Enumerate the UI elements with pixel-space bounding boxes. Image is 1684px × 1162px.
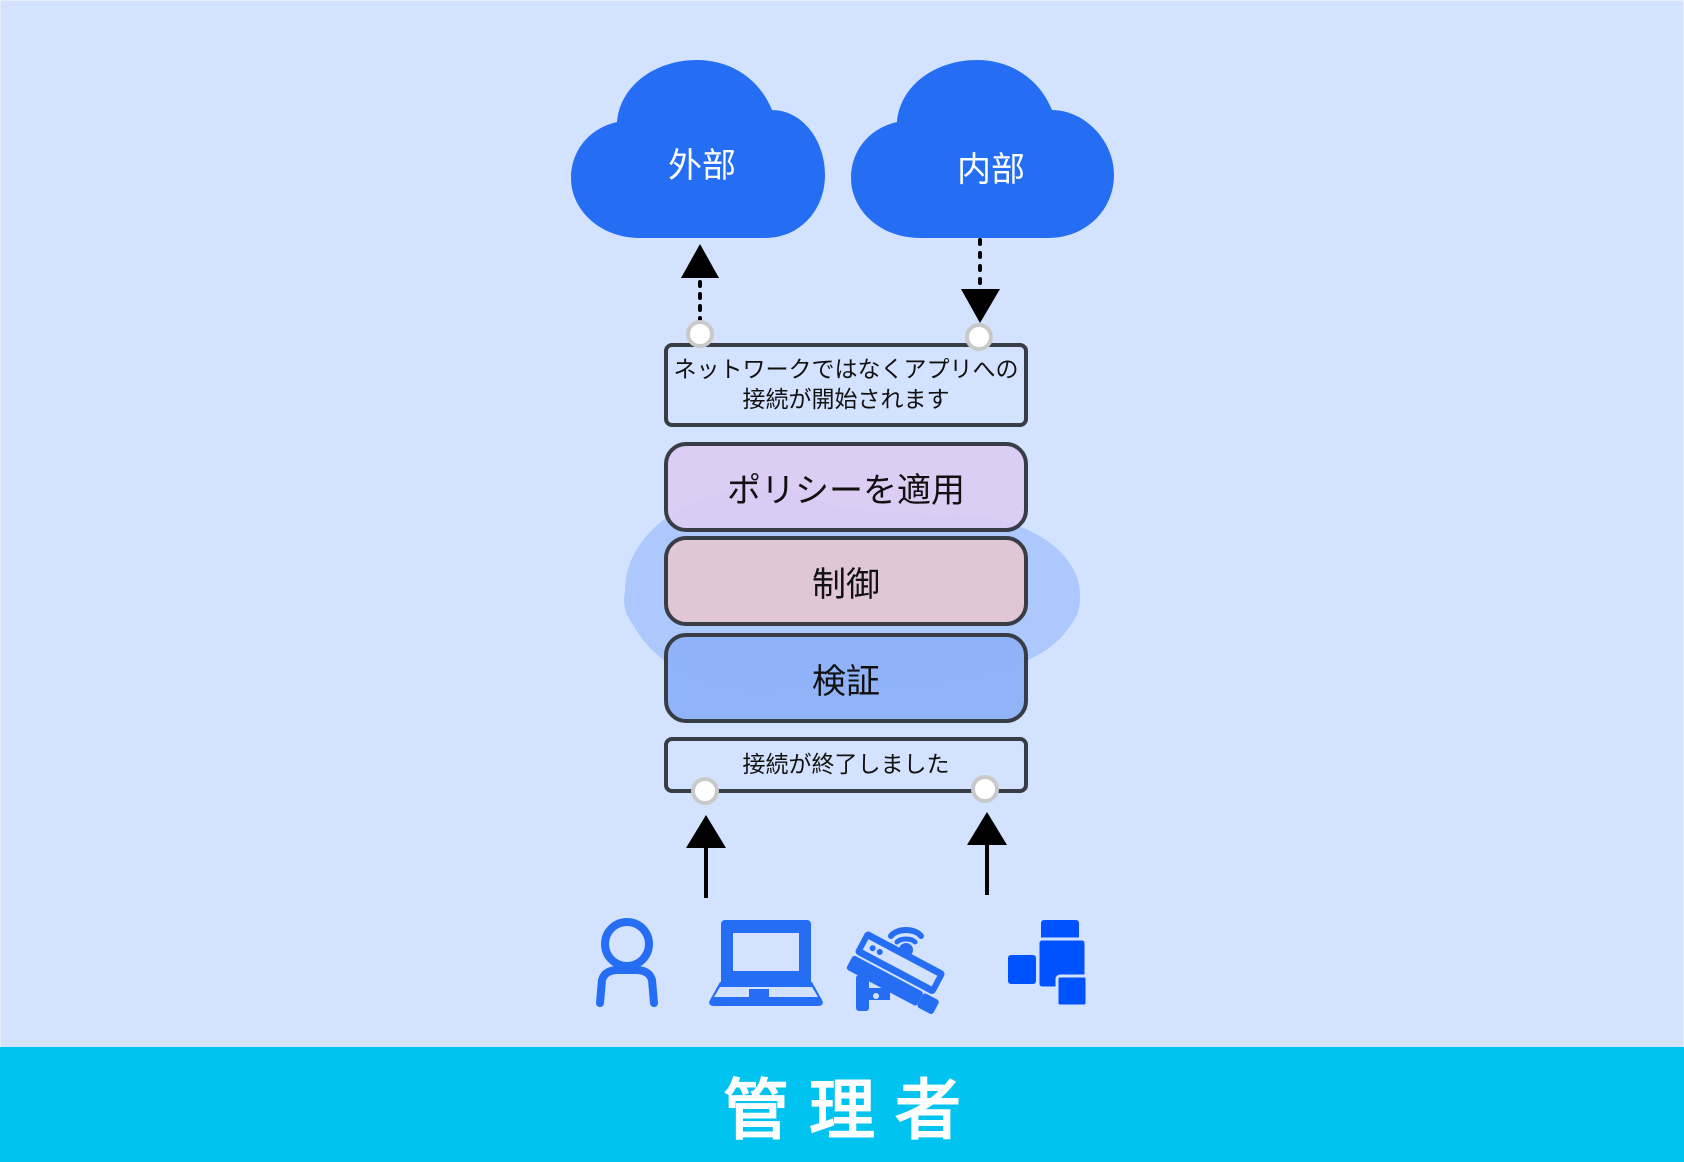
- user-icon: [596, 918, 658, 1007]
- connection-start-note: ネットワークではなくアプリへの 接続が開始されます: [664, 343, 1028, 427]
- layer-control[interactable]: 制御: [664, 536, 1028, 626]
- cloud-external-label: 外部: [668, 146, 736, 186]
- start-note-line-2: 接続が開始されます: [742, 387, 950, 413]
- laptop-icon: [709, 920, 823, 1006]
- ingress-arrowhead: [961, 289, 1000, 323]
- workload-icon: [1008, 920, 1089, 1008]
- layer-apply-policy[interactable]: ポリシーを適用: [664, 442, 1028, 532]
- administrator-label: 管理者: [723, 1071, 981, 1149]
- start-note-line-1: ネットワークではなくアプリへの: [673, 357, 1019, 383]
- cloud-external[interactable]: [571, 60, 825, 238]
- user-arrowhead: [686, 815, 726, 848]
- cloud-internal-label: 内部: [957, 150, 1025, 190]
- security-camera-icon: [846, 927, 945, 1014]
- egress-arrowhead: [681, 244, 719, 278]
- administrator-banner: 管理者: [0, 1047, 1684, 1162]
- layer-verify[interactable]: 検証: [664, 633, 1028, 723]
- connection-end-note: 接続が終了しました: [664, 737, 1028, 793]
- workload-arrowhead: [967, 812, 1007, 845]
- cloud-internal[interactable]: [851, 60, 1114, 238]
